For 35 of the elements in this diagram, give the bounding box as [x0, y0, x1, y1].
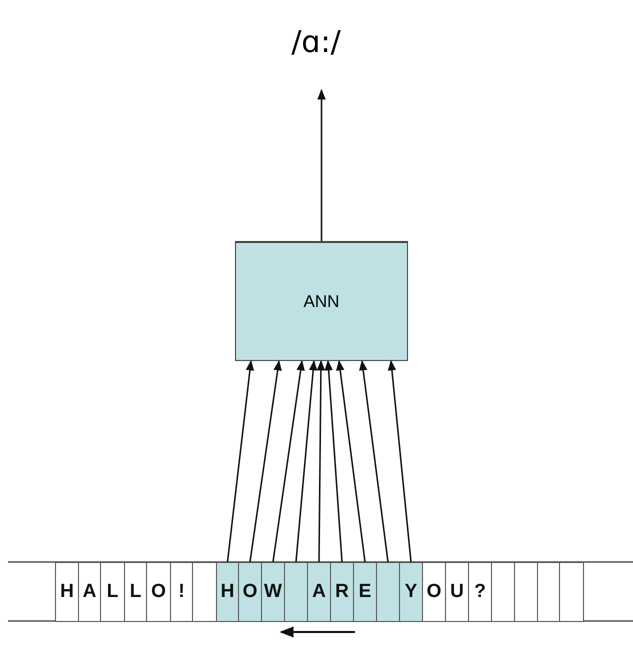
tape-cell: O	[422, 562, 446, 622]
tape-cell	[537, 562, 560, 622]
arrow	[316, 360, 326, 562]
tape-cell: A	[307, 562, 331, 622]
arrow	[317, 88, 326, 241]
network-box: ANN	[235, 241, 408, 361]
tape-cell: L	[124, 562, 147, 622]
tape-cell: L	[100, 562, 125, 622]
tape-cell: A	[78, 562, 101, 622]
tape-cell: E	[353, 562, 377, 622]
arrow	[324, 360, 343, 562]
arrow	[226, 360, 254, 562]
phoneme-label: /ɑ:/	[270, 18, 362, 66]
tape-cell	[376, 562, 400, 622]
tape-cell	[192, 562, 217, 622]
tape-cell: O	[238, 562, 262, 622]
tape-cell: H	[55, 562, 79, 622]
tape-cell	[559, 562, 584, 622]
tape-cell	[514, 562, 538, 622]
tape-cell: W	[261, 562, 285, 622]
arrow	[336, 360, 366, 562]
tape-cell: !	[170, 562, 193, 622]
tape-cell	[491, 562, 515, 622]
arrow	[249, 360, 282, 562]
tape-cell	[284, 562, 308, 622]
tape-cell: U	[445, 562, 469, 622]
arrow	[295, 360, 318, 562]
arrow	[359, 360, 389, 562]
tape-cell: H	[216, 562, 239, 622]
arrow	[272, 360, 305, 562]
tape-cell: O	[146, 562, 171, 622]
tape-cell: ?	[468, 562, 492, 622]
tape-cell: Y	[399, 562, 423, 622]
tape-cell: R	[330, 562, 354, 622]
arrow	[388, 360, 412, 562]
